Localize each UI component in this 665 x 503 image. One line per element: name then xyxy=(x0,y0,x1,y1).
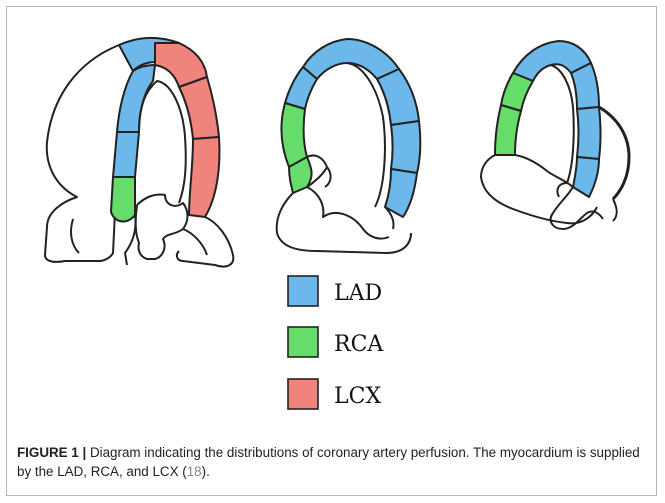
lad-septal-segment xyxy=(117,65,155,132)
legend-swatch-lcx xyxy=(288,379,318,409)
legend-swatch-rca xyxy=(288,327,318,357)
legend-label-rca: RCA xyxy=(334,332,384,357)
legend-swatch-lad xyxy=(288,276,318,306)
coronary-perfusion-diagram: LAD RCA LCX xyxy=(7,7,658,427)
lad-basal-septal-segment xyxy=(573,157,599,197)
legend-item-rca: RCA xyxy=(288,327,384,357)
heart-view-two-chamber xyxy=(277,39,421,253)
legend-item-lcx: LCX xyxy=(288,379,381,409)
citation-reference-link[interactable]: 18 xyxy=(187,464,202,479)
rca-mid-inferior-segment xyxy=(495,105,521,155)
heart-view-three-chamber xyxy=(481,41,629,229)
lad-mid-anterior-wall-segment xyxy=(577,107,601,159)
rca-basal-segment xyxy=(111,177,135,221)
lad-basal-anterior-segment xyxy=(385,169,417,217)
heart-view-four-chamber xyxy=(45,38,233,267)
figure-label: FIGURE 1 | xyxy=(17,445,86,460)
figure-caption: FIGURE 1 | Diagram indicating the distri… xyxy=(17,443,647,481)
rca-apical-inferior-segment xyxy=(501,73,533,111)
lad-apex-segment xyxy=(303,39,399,79)
lad-mid-anterior-segment xyxy=(391,121,420,173)
figure-container: LAD RCA LCX FIGURE 1 | Diagram indicatin… xyxy=(6,6,657,496)
caption-text-2: ). xyxy=(202,464,210,479)
lad-mid-septal-segment xyxy=(113,132,139,177)
rca-inferior-segment xyxy=(282,103,307,167)
lad-apical-anterior-segment xyxy=(571,63,599,109)
lcx-basal-lateral-segment xyxy=(189,137,219,217)
legend-label-lcx: LCX xyxy=(334,384,381,409)
legend-label-lad: LAD xyxy=(334,281,382,306)
legend-item-lad: LAD xyxy=(288,276,382,306)
caption-text-1: Diagram indicating the distributions of … xyxy=(17,445,640,479)
legend: LAD RCA LCX xyxy=(288,276,384,409)
